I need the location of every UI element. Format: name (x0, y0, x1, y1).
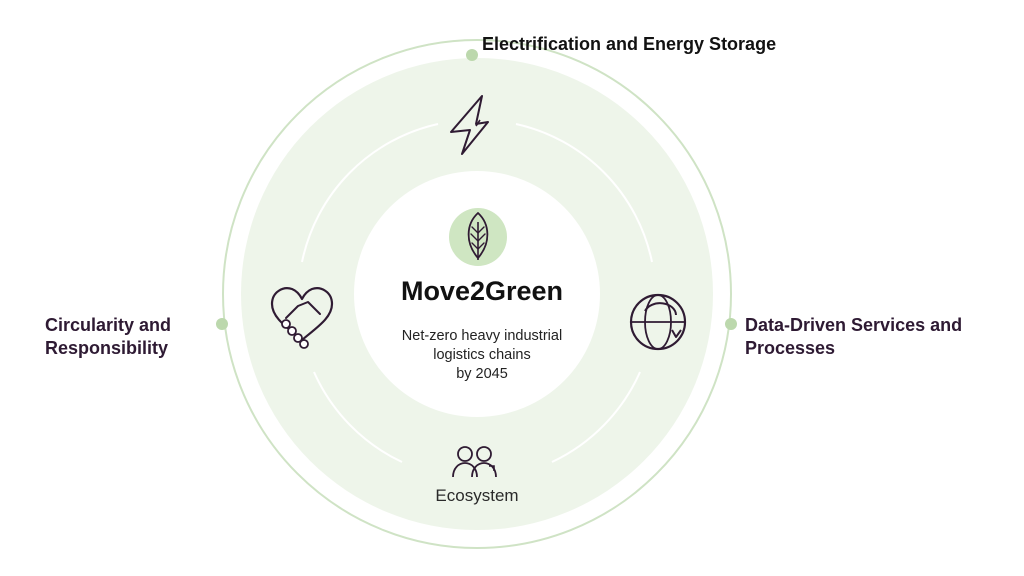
pillar-label-ecosystem: Ecosystem (435, 486, 519, 505)
handshake-heart-icon (270, 287, 334, 349)
pillar-label-data-driven-line: Data-Driven Services and (745, 315, 963, 335)
node-dot-top (466, 49, 478, 61)
center-title: Move2Green (400, 276, 564, 306)
center-subtitle-line: by 2045 (456, 366, 508, 382)
leaf-icon (449, 208, 507, 266)
inner-arc-bottom-left (313, 371, 403, 463)
pillar-label-electrification: Electrification and Energy Storage (482, 34, 777, 54)
lightning-bolt-icon (450, 95, 489, 155)
pillar-label-circularity-line: Circularity and (45, 315, 172, 335)
center-subtitle-line: logistics chains (433, 347, 531, 363)
center-subtitle-line: Net-zero heavy industrial (401, 328, 563, 344)
node-dot-left (216, 318, 228, 330)
pillar-label-data-driven-line: Processes (745, 338, 836, 358)
pillar-label-circularity: Circularity and Responsibility (45, 314, 205, 360)
center-subtitle: Net-zero heavy industrial logistics chai… (362, 327, 602, 384)
node-dot-right (725, 318, 737, 330)
inner-arc-bottom-right (551, 371, 641, 463)
outer-ring (222, 39, 732, 549)
pillar-label-circularity-line: Responsibility (45, 338, 169, 358)
pillar-label-data-driven: Data-Driven Services and Processes (745, 314, 995, 360)
inner-arc-top-right (515, 123, 653, 263)
people-icon (452, 446, 497, 478)
globe-cycle-icon (629, 293, 687, 351)
inner-arc-top-left (301, 123, 439, 263)
center-disc (354, 171, 600, 417)
